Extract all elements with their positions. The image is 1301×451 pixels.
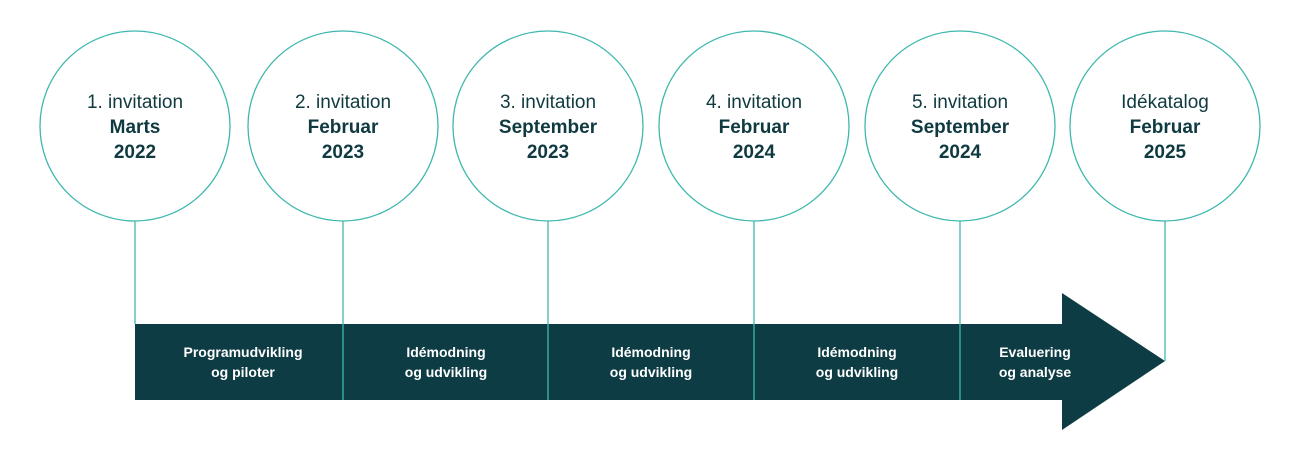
phase-line-2: og piloter bbox=[211, 364, 275, 380]
milestone-circle-5 bbox=[864, 30, 1056, 222]
phase-4: Idémodning og udvikling bbox=[762, 342, 952, 382]
phase-line-1: Idémodning bbox=[611, 344, 691, 360]
milestone-label: 1. invitation bbox=[86, 92, 184, 113]
milestone-circle-4 bbox=[658, 30, 850, 222]
milestone-label: 4. invitation bbox=[705, 92, 803, 113]
milestone-1: 1. invitation Marts 2022 bbox=[40, 90, 230, 165]
milestone-2: 2. invitation Februar 2023 bbox=[248, 90, 438, 165]
milestone-label: 5. invitation bbox=[911, 92, 1009, 113]
milestone-year: 2024 bbox=[938, 142, 982, 163]
timeline-arrow bbox=[135, 293, 1165, 430]
milestone-month: Marts bbox=[109, 117, 161, 138]
milestone-year: 2025 bbox=[1143, 142, 1187, 163]
phase-line-1: Evaluering bbox=[999, 344, 1071, 360]
milestone-circle-2 bbox=[247, 30, 439, 222]
milestone-year: 2022 bbox=[113, 142, 157, 163]
milestone-5: 5. invitation September 2024 bbox=[865, 90, 1055, 165]
milestone-month: Februar bbox=[1129, 117, 1201, 138]
phase-line-2: og udvikling bbox=[815, 364, 899, 380]
phase-line-2: og udvikling bbox=[609, 364, 693, 380]
milestone-6: Idékatalog Februar 2025 bbox=[1070, 90, 1260, 165]
milestone-3: 3. invitation September 2023 bbox=[453, 90, 643, 165]
milestone-month: September bbox=[910, 117, 1010, 138]
milestone-circle-3 bbox=[452, 30, 644, 222]
milestone-circle-6 bbox=[1069, 30, 1261, 222]
phase-line-1: Programudvikling bbox=[183, 344, 303, 360]
phase-5: Evaluering og analyse bbox=[940, 342, 1130, 382]
phase-line-2: og analyse bbox=[998, 364, 1072, 380]
milestone-month: Februar bbox=[718, 117, 790, 138]
phase-line-2: og udvikling bbox=[404, 364, 488, 380]
phase-line-1: Idémodning bbox=[817, 344, 897, 360]
milestone-4: 4. invitation Februar 2024 bbox=[659, 90, 849, 165]
phase-2: Idémodning og udvikling bbox=[351, 342, 541, 382]
milestone-year: 2024 bbox=[732, 142, 776, 163]
milestone-year: 2023 bbox=[526, 142, 570, 163]
phase-1: Programudvikling og piloter bbox=[148, 342, 338, 382]
milestone-label: 2. invitation bbox=[294, 92, 392, 113]
milestone-year: 2023 bbox=[321, 142, 365, 163]
milestone-month: September bbox=[498, 117, 598, 138]
phase-line-1: Idémodning bbox=[406, 344, 486, 360]
milestone-circle-1 bbox=[39, 30, 231, 222]
milestone-label: Idékatalog bbox=[1121, 92, 1209, 113]
milestone-label: 3. invitation bbox=[499, 92, 597, 113]
milestone-month: Februar bbox=[307, 117, 379, 138]
phase-3: Idémodning og udvikling bbox=[556, 342, 746, 382]
